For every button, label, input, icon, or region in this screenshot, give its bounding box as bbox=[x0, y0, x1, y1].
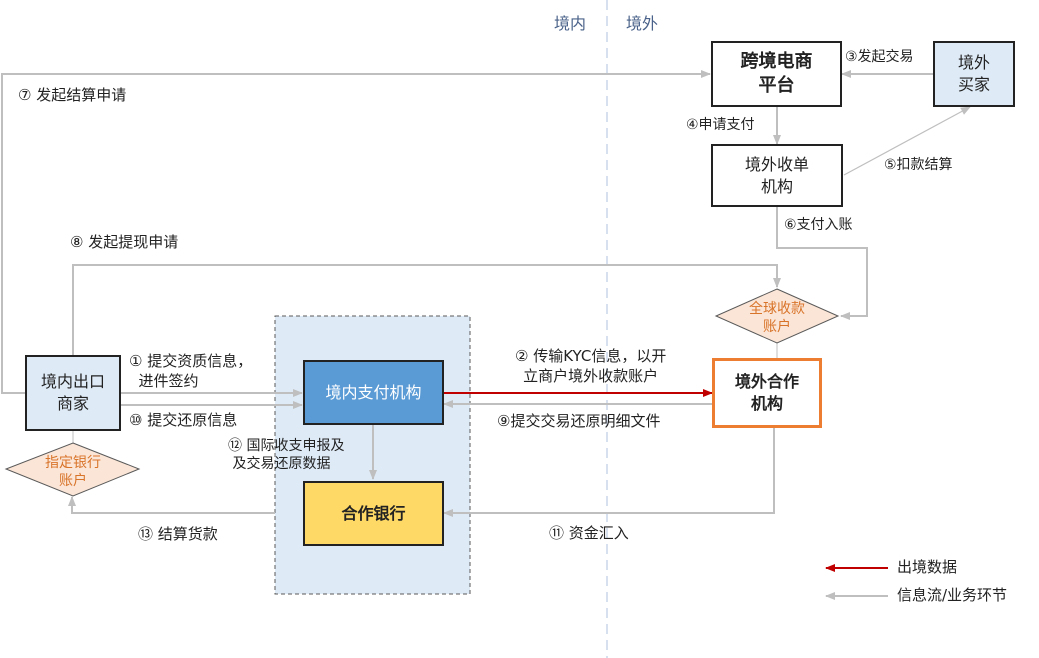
node-ecommerce-platform: 跨境电商 平台 bbox=[711, 41, 842, 107]
node-domestic-payment-institution: 境内支付机构 bbox=[303, 360, 444, 425]
step-4-label: ④申请支付 bbox=[686, 117, 755, 133]
zone-label-overseas: 境外 bbox=[626, 14, 659, 33]
step-1-label: ① 提交资质信息， 进件签约 bbox=[129, 352, 253, 390]
node-overseas-buyer: 境外 买家 bbox=[933, 41, 1015, 107]
arrow-payment-credit bbox=[776, 207, 868, 320]
step-5-label: ⑤扣款结算 bbox=[884, 157, 953, 173]
arrow-settlement-request bbox=[1, 70, 711, 394]
legend-outbound-data: 出境数据 bbox=[897, 558, 958, 576]
step-7-label: ⑦ 发起结算申请 bbox=[18, 86, 127, 104]
step-12-label: ⑫ 国际收支申报及 及交易还原数据 bbox=[228, 438, 345, 473]
node-domestic-merchant: 境内出口 商家 bbox=[25, 355, 121, 431]
arrow-withdrawal-request bbox=[72, 264, 781, 360]
global-account-diamond bbox=[714, 288, 840, 344]
step-10-label: ⑩ 提交还原信息 bbox=[129, 411, 238, 429]
node-partner-bank: 合作银行 bbox=[303, 481, 444, 546]
step-6-label: ⑥支付入账 bbox=[784, 217, 853, 233]
zone-label-domestic: 境内 bbox=[554, 14, 587, 33]
node-overseas-partner: 境外合作 机构 bbox=[712, 358, 822, 428]
arrow-settle-payment bbox=[68, 496, 275, 514]
step-3-label: ③发起交易 bbox=[845, 49, 914, 65]
legend-info-flow: 信息流/业务环节 bbox=[897, 586, 1008, 604]
step-11-label: ⑪ 资金汇入 bbox=[549, 524, 629, 542]
global-account-label: 全球收款 账户 bbox=[749, 301, 805, 336]
designated-account-diamond bbox=[4, 442, 141, 497]
step-9-label: ⑨提交交易还原明细文件 bbox=[497, 412, 661, 430]
step-2-label: ② 传输KYC信息，以开 立商户境外收款账户 bbox=[515, 347, 667, 385]
arrow-funds-inflow bbox=[443, 427, 775, 517]
arrow-debit-settlement bbox=[843, 106, 971, 176]
designated-account-label: 指定银行 账户 bbox=[45, 455, 101, 490]
node-overseas-acquirer: 境外收单 机构 bbox=[711, 144, 843, 207]
step-13-label: ⑬ 结算货款 bbox=[138, 525, 218, 543]
step-8-label: ⑧ 发起提现申请 bbox=[70, 233, 179, 251]
